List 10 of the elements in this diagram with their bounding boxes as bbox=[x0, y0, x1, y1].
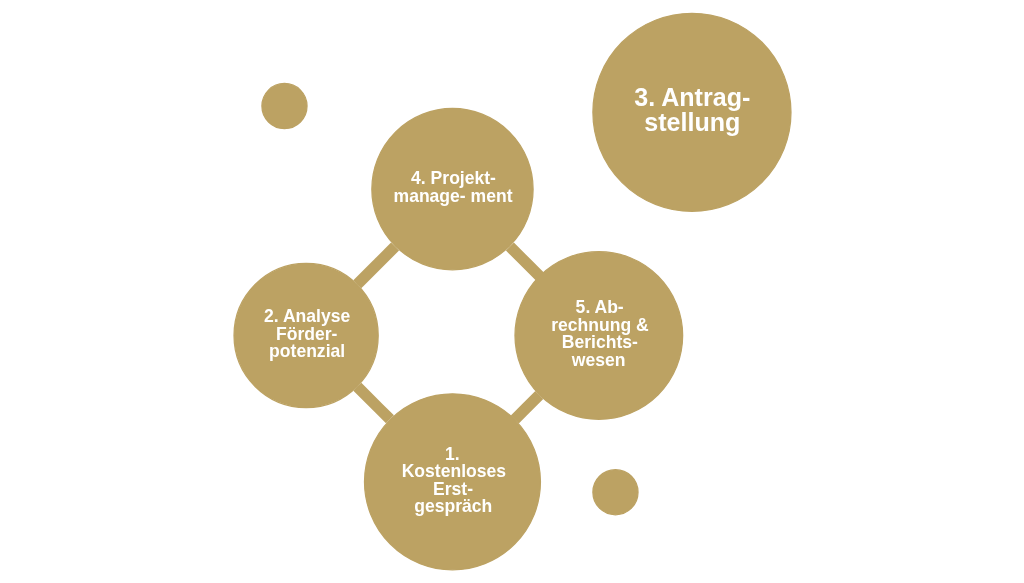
node-circle: 2. Analyse Förder- potenzial bbox=[232, 262, 379, 409]
connector bbox=[505, 242, 544, 281]
connector bbox=[352, 382, 394, 424]
node-circle: 5. Ab- rechnung & Berichts- wesen bbox=[513, 251, 683, 420]
node-circle: 4. Projekt- manage- ment bbox=[370, 107, 534, 271]
connector bbox=[352, 242, 399, 289]
connector bbox=[510, 391, 543, 424]
node-circle bbox=[591, 469, 639, 516]
node-circle: 3. Antrag- stellung bbox=[591, 12, 792, 212]
node-circle bbox=[260, 82, 308, 130]
